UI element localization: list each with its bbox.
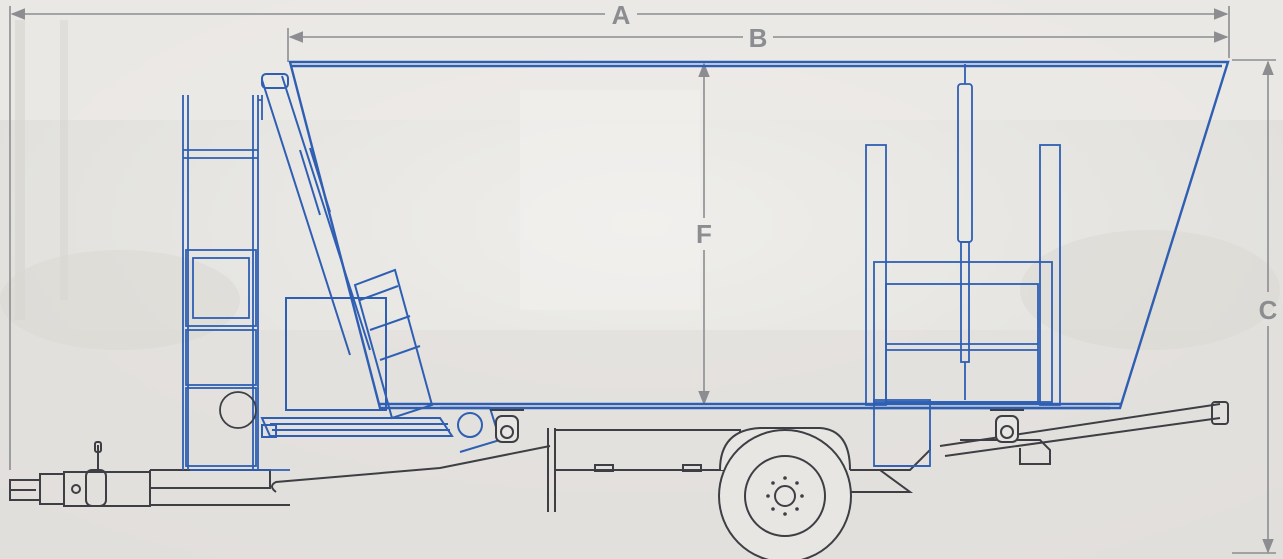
- dimension-c-label: C: [1259, 295, 1278, 325]
- dimension-b: [287, 28, 1229, 62]
- discharge-door: [865, 64, 1061, 467]
- dimension-f-label: F: [696, 219, 712, 249]
- dimension-b-label: B: [749, 23, 768, 53]
- load-cells: [490, 409, 1024, 443]
- dimension-a: [9, 6, 1230, 470]
- dimension-a-label: A: [612, 0, 631, 30]
- wheel-icon: [718, 427, 852, 559]
- dimension-c: [1232, 59, 1276, 554]
- ladder-icon: [182, 95, 290, 471]
- hitch-icon: [9, 441, 151, 507]
